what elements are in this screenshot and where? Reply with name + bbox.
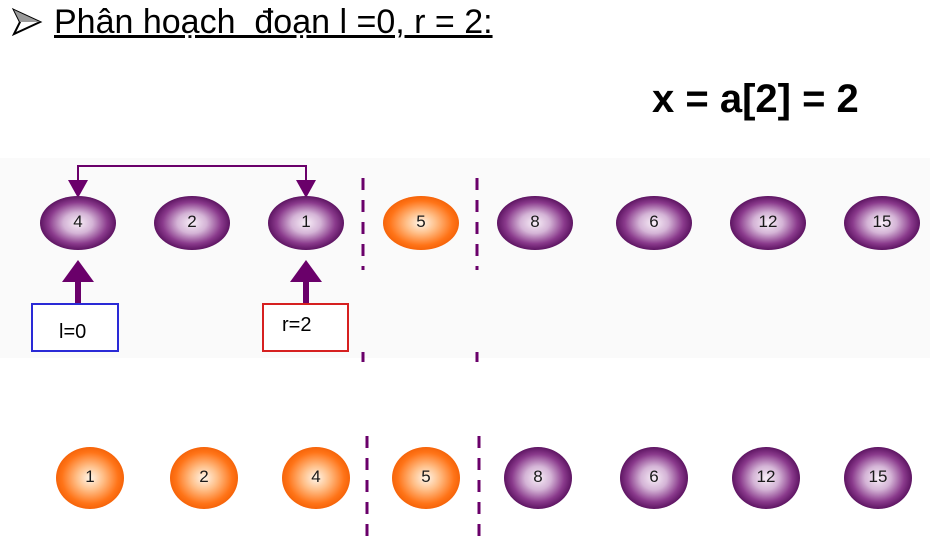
bracket-arrowhead-left (68, 180, 88, 198)
row1-node-5 (616, 196, 692, 250)
row1-node-7 (844, 196, 920, 250)
r-index-box: r=2 (262, 303, 349, 352)
row1-node-2 (268, 196, 344, 250)
row2-node-label-1: 2 (199, 467, 209, 486)
row2-node-label-7: 15 (868, 467, 888, 486)
l-index-box: l=0 (31, 303, 119, 352)
row2-node-2 (282, 447, 350, 509)
slide-title: Phân hoạch đoạn l =0, r = 2: (54, 3, 493, 41)
row2-node-label-4: 8 (533, 467, 543, 486)
row2-node-label-5: 6 (649, 467, 659, 486)
row1-node-1 (154, 196, 230, 250)
row2-node-label-2: 4 (311, 467, 321, 486)
row1-node-3 (383, 196, 459, 250)
row1-node-0 (40, 196, 116, 250)
row1-node-label-4: 8 (530, 212, 540, 231)
row2-node-label-0: 1 (85, 467, 95, 486)
row2-node-1 (170, 447, 238, 509)
row1-nodes (40, 196, 920, 250)
row2-node-4 (504, 447, 572, 509)
row1-panel (0, 158, 930, 358)
row1-node-label-6: 12 (758, 212, 778, 231)
row1-node-label-2: 1 (301, 212, 311, 231)
row2-node-3 (392, 447, 460, 509)
row2-nodes (56, 447, 912, 509)
row1-node-label-5: 6 (649, 212, 659, 231)
pivot-expression: x = a[2] = 2 (652, 77, 859, 121)
row2-node-6 (732, 447, 800, 509)
swap-bracket (77, 165, 307, 186)
row2-node-0 (56, 447, 124, 509)
row1-node-6 (730, 196, 806, 250)
bracket-arrowhead-right (296, 180, 316, 198)
row2-node-7 (844, 447, 912, 509)
row1-node-label-1: 2 (187, 212, 197, 231)
r-pointer-arrow (290, 260, 322, 304)
l-pointer-arrow (62, 260, 94, 304)
arrowhead-bullet-icon (11, 7, 43, 37)
row1-node-label-7: 15 (872, 212, 892, 231)
row2-node-5 (620, 447, 688, 509)
row1-node-4 (497, 196, 573, 250)
row2-node-label-6: 12 (756, 467, 776, 486)
row1-node-label-3: 5 (416, 212, 426, 231)
row2-node-label-3: 5 (421, 467, 431, 486)
row1-node-label-0: 4 (73, 212, 83, 231)
